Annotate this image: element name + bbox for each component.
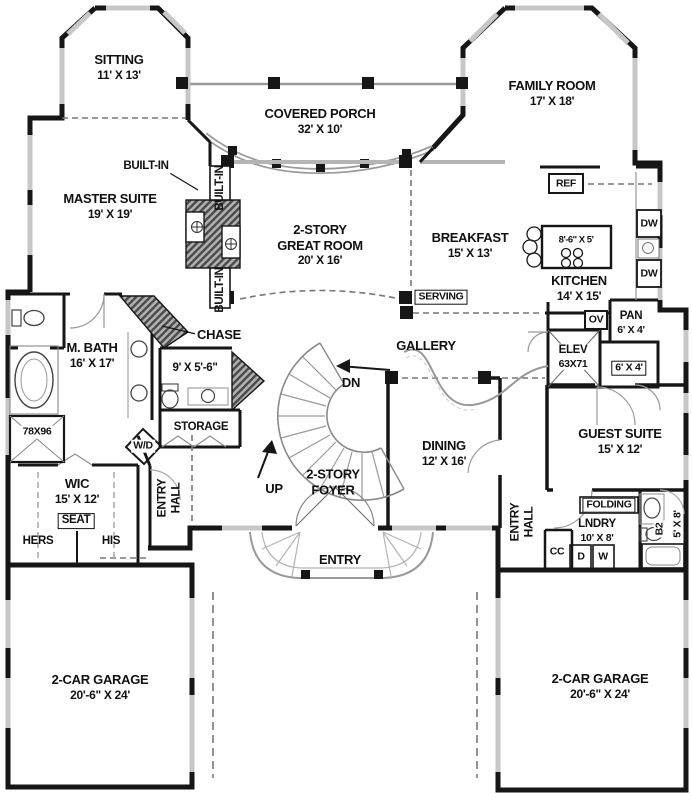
cc-label: CC	[549, 545, 565, 558]
shower-dims-label: 78X96	[20, 425, 54, 439]
interior-walls	[8, 118, 686, 570]
hers-label: HERS	[22, 535, 54, 548]
serving-label: SERVING	[414, 289, 468, 305]
entry-porch	[249, 486, 434, 579]
bath2-label: B2	[653, 520, 667, 538]
oven-label: OV	[588, 313, 604, 326]
staircase	[257, 342, 549, 502]
built-in-label: BUILT-IN	[121, 160, 171, 174]
built-in-label-top: BUILT-IN	[214, 165, 227, 211]
powder-dims-label: 9' X 5'-6"	[170, 362, 220, 376]
window-openings	[5, 5, 689, 772]
island-dims-label: 8'-6" X 5'	[558, 234, 594, 246]
kitchen-fixtures	[522, 172, 662, 330]
built-in-label-bottom: BUILT-IN	[214, 267, 227, 313]
seat-label: SEAT	[57, 513, 95, 529]
exterior-walls	[5, 5, 689, 793]
washer-label: W	[598, 550, 608, 563]
his-label: HIS	[101, 535, 121, 548]
ref-label: REF	[555, 177, 577, 190]
bath2-dims-label: 5' X 8'	[671, 510, 684, 538]
leader-lines	[161, 171, 199, 335]
dw-label-upper: DW	[640, 217, 658, 230]
storage-label: STORAGE	[173, 421, 229, 434]
dw-label-lower: DW	[640, 267, 658, 280]
dashed-lines	[37, 117, 652, 778]
gallery-label: GALLERY	[396, 338, 456, 354]
dryer-label: D	[577, 550, 585, 563]
master-bath-fixtures	[8, 309, 229, 464]
up-label: UP	[265, 481, 283, 497]
guest-closet-dims-label: 6' X 4'	[611, 360, 647, 376]
dn-label: DN	[341, 375, 361, 391]
folding-label: FOLDING	[582, 497, 636, 513]
entry-label: ENTRY	[318, 552, 362, 568]
room-label-great-room: 2-STORY GREAT ROOM 20' X 16'	[277, 222, 363, 268]
washer-dryer-label: W/D	[131, 439, 155, 453]
chase-label: CHASE	[194, 327, 244, 343]
fireplace-and-chase	[118, 165, 266, 412]
